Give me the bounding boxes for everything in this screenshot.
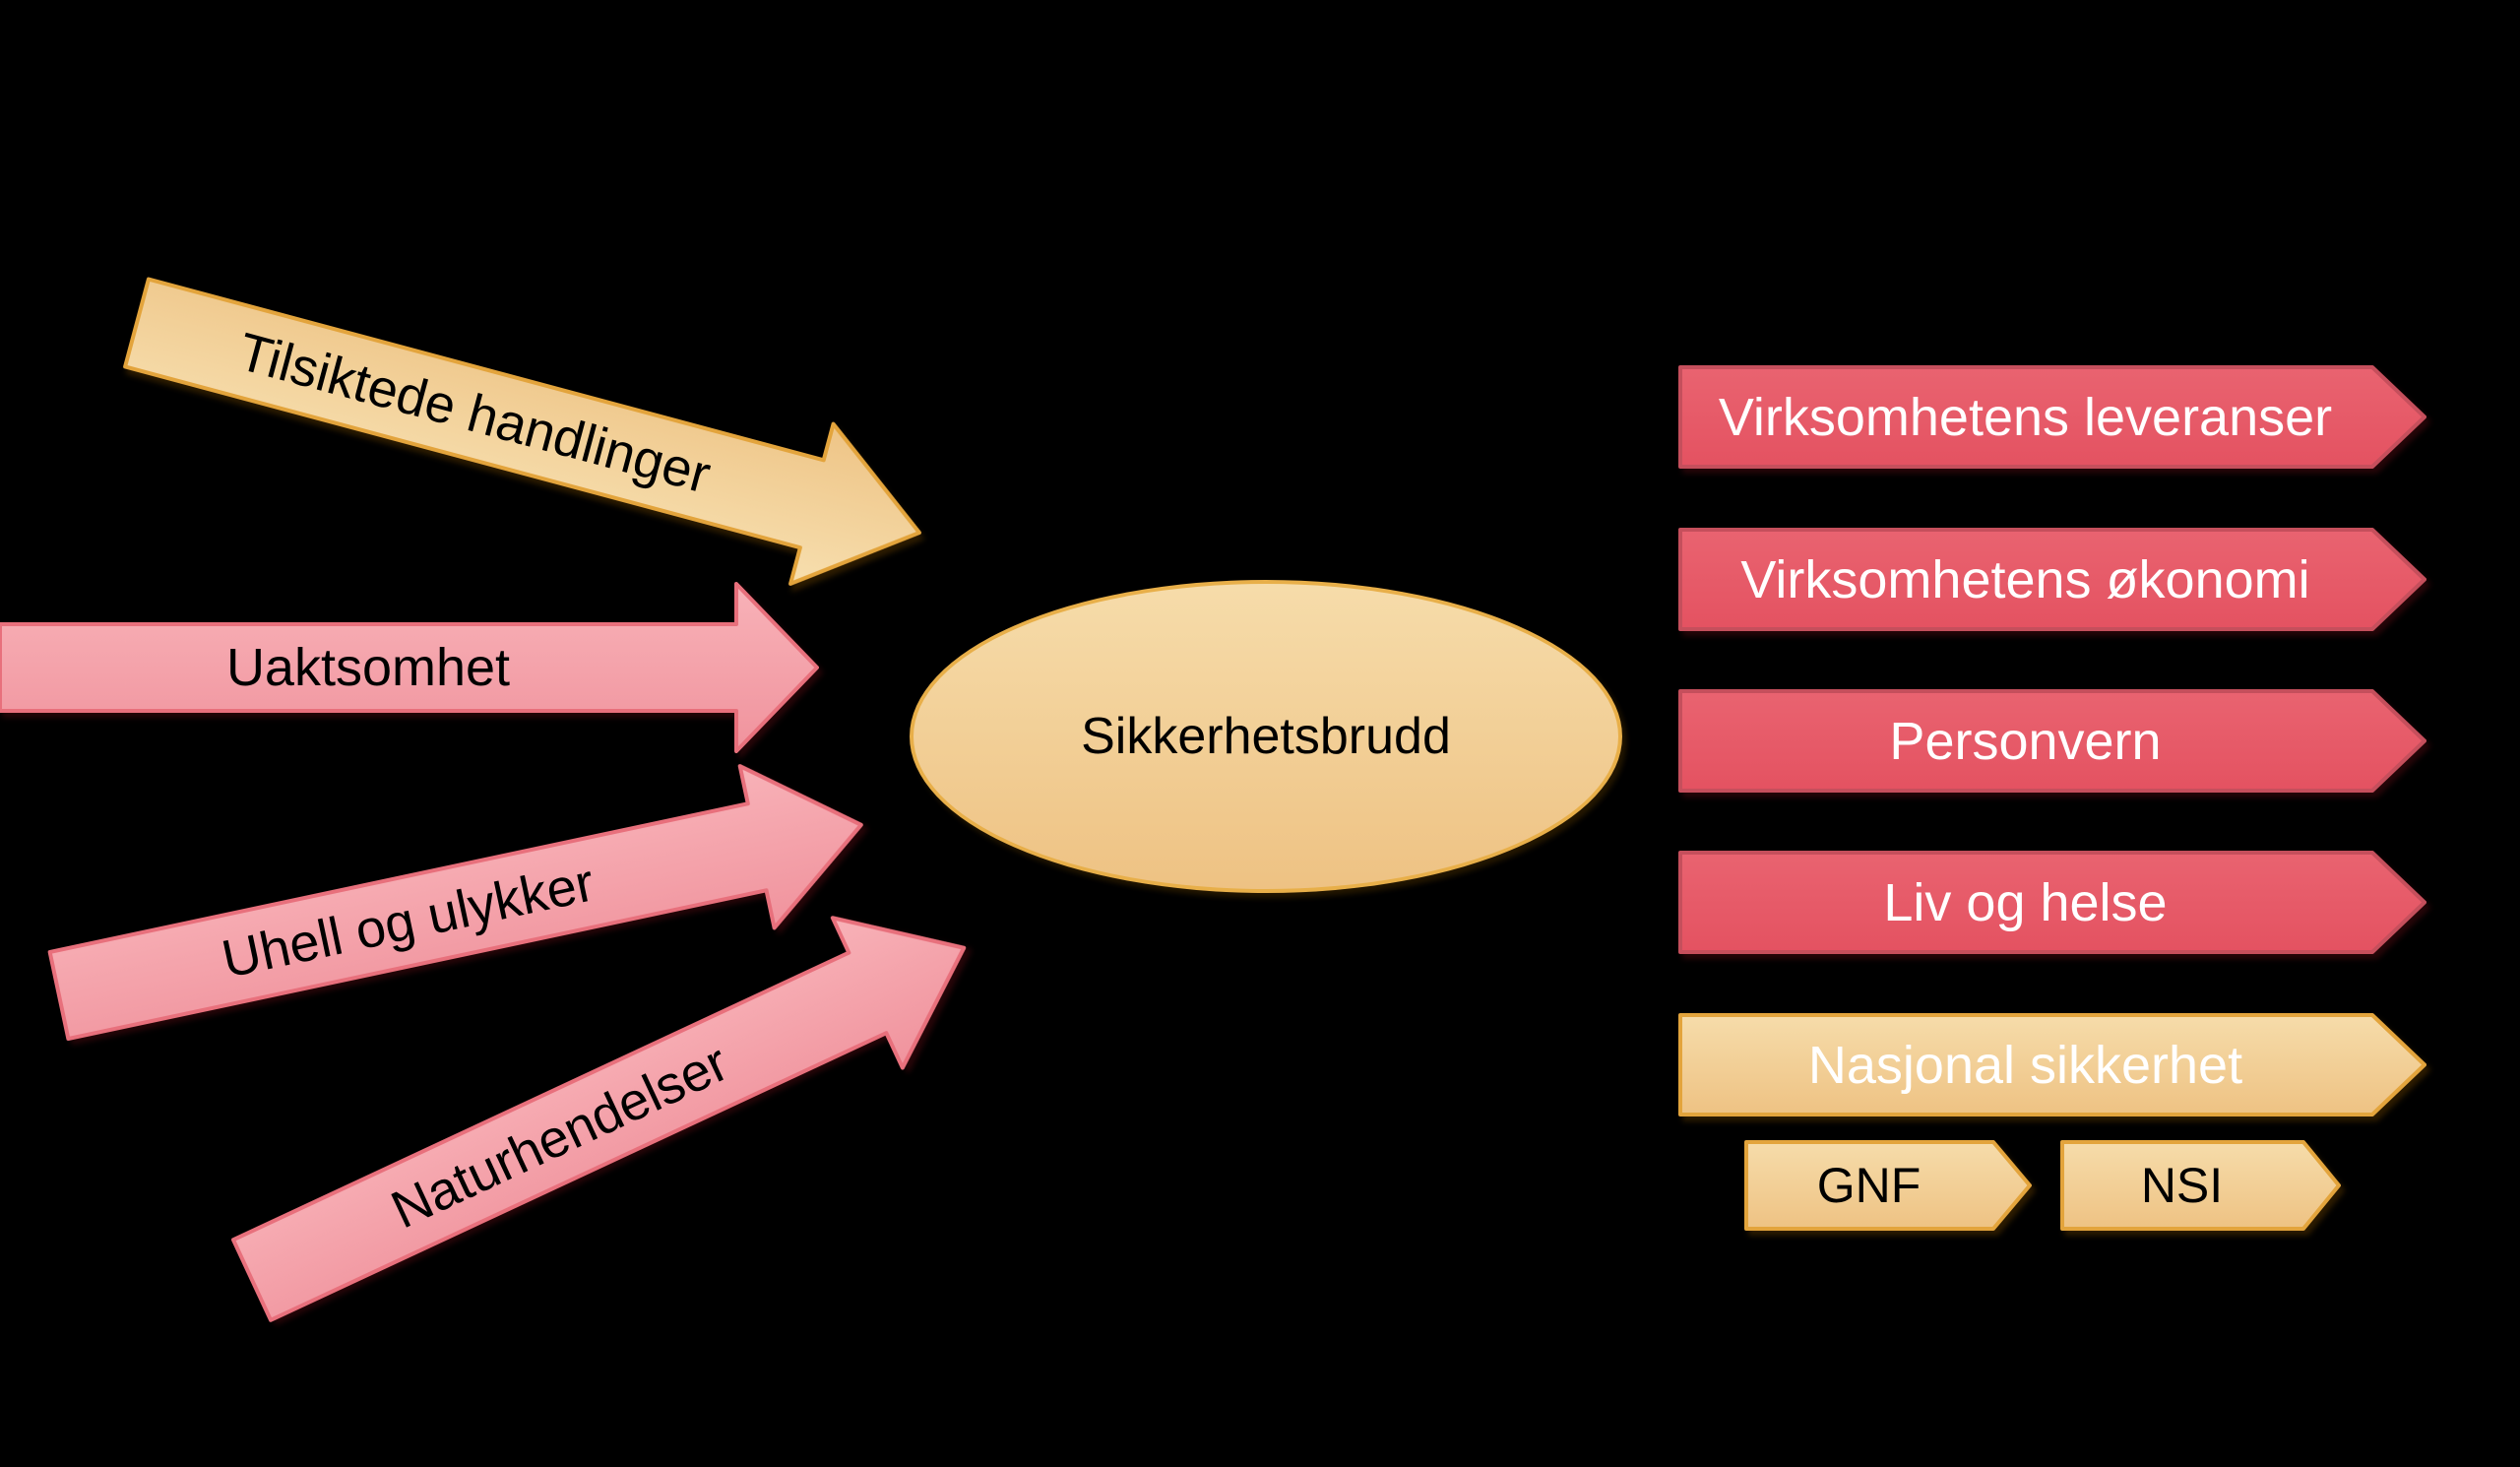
nsi-banner-shape bbox=[2060, 1140, 2341, 1231]
personvern-banner-shape bbox=[1678, 689, 2426, 793]
virksomhetens-okonomi-label: Virksomhetens økonomi bbox=[1740, 549, 2310, 609]
tilsiktede-handlinger-label: Tilsiktede handlinger bbox=[231, 322, 717, 505]
virksomhetens-leveranser-label: Virksomhetens leveranser bbox=[1718, 387, 2333, 447]
nasjonal-sikkerhet-label: Nasjonal sikkerhet bbox=[1807, 1035, 2243, 1095]
sub-banner-nsi: NSI bbox=[2060, 1140, 2341, 1231]
uaktsomhet-arrow-shape bbox=[0, 582, 819, 753]
nasjonal-sikkerhet-banner-shape bbox=[1678, 1013, 2426, 1116]
sub-banner-gnf: GNF bbox=[1744, 1140, 2032, 1231]
consequence-banner-nasjonal-sikkerhet: Nasjonal sikkerhet bbox=[1678, 1013, 2426, 1116]
personvern-label: Personvern bbox=[1889, 711, 2162, 771]
naturhendelser-arrow-shape bbox=[230, 916, 967, 1322]
liv-og-helse-label: Liv og helse bbox=[1883, 872, 2168, 932]
uaktsomhet-label: Uaktsomhet bbox=[225, 638, 511, 697]
center-ellipse-label: Sikkerhetsbrudd bbox=[1081, 708, 1451, 765]
cause-arrow-uaktsomhet: Uaktsomhet bbox=[0, 582, 819, 753]
uhell-og-ulykker-arrow-shape bbox=[47, 764, 863, 1042]
gnf-banner-shape bbox=[1744, 1140, 2032, 1231]
consequence-banner-virksomhetens-okonomi: Virksomhetens økonomi bbox=[1678, 528, 2426, 631]
consequence-banner-personvern: Personvern bbox=[1678, 689, 2426, 793]
cause-arrow-tilsiktede-handlinger: Tilsiktede handlinger bbox=[115, 241, 943, 615]
gnf-label: GNF bbox=[1816, 1158, 1922, 1213]
center-ellipse: Sikkerhetsbrudd bbox=[910, 580, 1622, 893]
virksomhetens-okonomi-banner-shape bbox=[1678, 528, 2426, 631]
cause-arrow-naturhendelser: Naturhendelser bbox=[217, 870, 1002, 1357]
tilsiktede-handlinger-arrow-shape bbox=[123, 277, 921, 586]
consequence-banner-virksomhetens-leveranser: Virksomhetens leveranser bbox=[1678, 365, 2426, 469]
nsi-label: NSI bbox=[2140, 1158, 2224, 1213]
consequence-banner-liv-og-helse: Liv og helse bbox=[1678, 851, 2426, 954]
cause-arrow-uhell-og-ulykker: Uhell og ulykker bbox=[41, 741, 881, 1078]
virksomhetens-leveranser-banner-shape bbox=[1678, 365, 2426, 469]
liv-og-helse-banner-shape bbox=[1678, 851, 2426, 954]
